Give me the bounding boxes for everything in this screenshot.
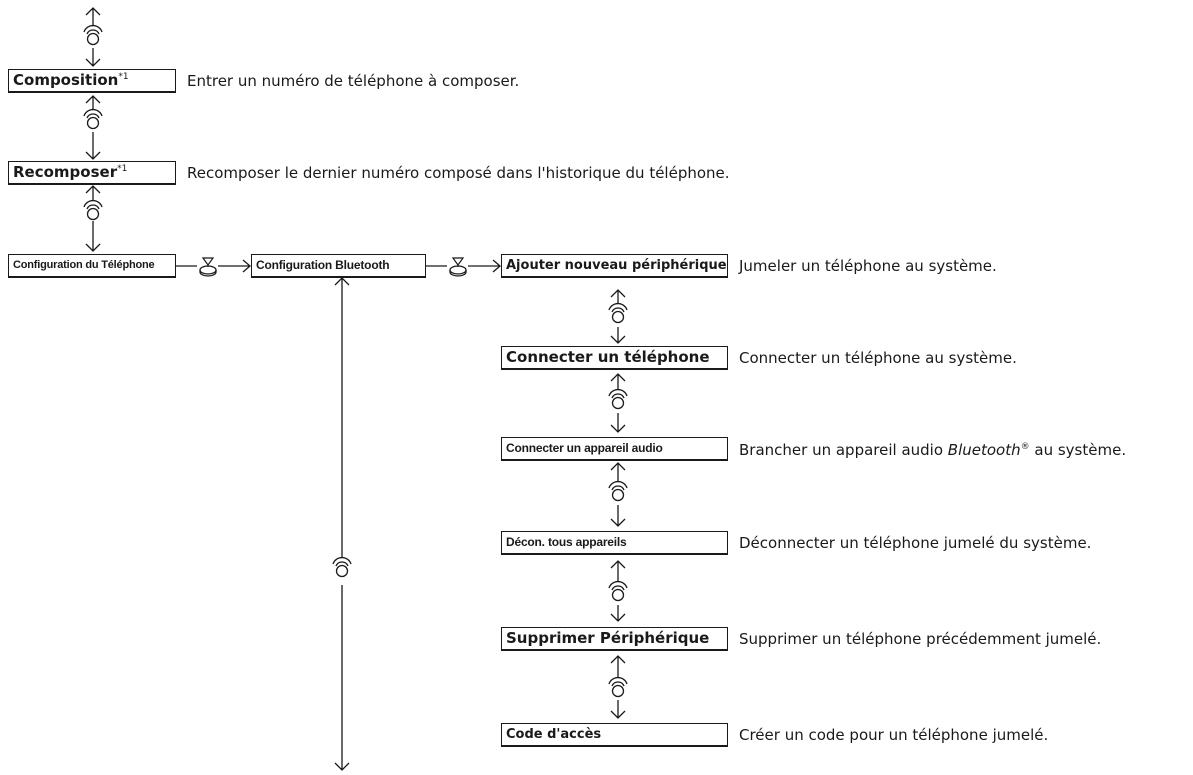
- menu-item-label: Configuration du Téléphone: [13, 259, 155, 271]
- decon-description: Déconnecter un téléphone jumelé du systè…: [739, 534, 1092, 552]
- menu-item-decon-appareils[interactable]: Décon. tous appareils: [501, 531, 728, 555]
- arrow-down: [85, 132, 101, 160]
- press-knob-icon: [449, 257, 467, 277]
- press-knob-icon: [199, 257, 217, 277]
- rotate-knob-icon: [608, 676, 628, 698]
- ajouter-description: Jumeler un téléphone au système.: [739, 257, 997, 275]
- connecter-telephone-description: Connecter un téléphone au système.: [739, 349, 1017, 367]
- footnote-marker: *1: [117, 164, 128, 174]
- arrow-down-long: [334, 585, 350, 771]
- menu-item-label: Supprimer Périphérique: [506, 629, 710, 647]
- rotate-knob-icon: [332, 556, 352, 578]
- footnote-marker: *1: [118, 72, 129, 82]
- arrow-up-long: [334, 277, 350, 557]
- rotate-knob-icon: [83, 108, 103, 130]
- menu-item-connecter-audio[interactable]: Connecter un appareil audio: [501, 437, 728, 461]
- bluetooth-brand: Bluetooth: [947, 441, 1021, 459]
- menu-item-label: Ajouter nouveau périphérique: [506, 258, 727, 273]
- rotate-knob-icon: [608, 302, 628, 324]
- menu-item-label: Code d'accès: [506, 727, 602, 742]
- arrow-up: [85, 185, 101, 201]
- arrow-right: [218, 259, 251, 273]
- menu-item-label: Composition: [13, 71, 119, 89]
- menu-item-composition[interactable]: Composition*1: [8, 69, 176, 93]
- arrow-down: [85, 221, 101, 252]
- menu-item-connecter-telephone[interactable]: Connecter un téléphone: [501, 346, 728, 370]
- rotate-knob-icon: [608, 480, 628, 502]
- menu-item-ajouter-peripherique[interactable]: Ajouter nouveau périphérique: [501, 254, 728, 278]
- rotate-knob-icon: [83, 199, 103, 221]
- menu-item-label: Connecter un appareil audio: [506, 441, 663, 455]
- menu-item-label: Connecter un téléphone: [506, 348, 710, 366]
- composition-description: Entrer un numéro de téléphone à composer…: [187, 72, 520, 90]
- menu-item-configuration-telephone[interactable]: Configuration du Téléphone: [8, 254, 176, 278]
- arrow-up: [85, 7, 101, 26]
- menu-item-label: Recomposer: [13, 163, 118, 181]
- code-acces-description: Créer un code pour un téléphone jumelé.: [739, 726, 1049, 744]
- connecter-audio-description: Brancher un appareil audio Bluetooth® au…: [739, 441, 1127, 459]
- rotate-knob-icon: [608, 388, 628, 410]
- rotate-knob-icon: [83, 24, 103, 46]
- menu-item-configuration-bluetooth[interactable]: Configuration Bluetooth: [251, 254, 426, 278]
- arrow-down: [85, 48, 101, 67]
- supprimer-description: Supprimer un téléphone précédemment jume…: [739, 630, 1102, 648]
- menu-item-supprimer-peripherique[interactable]: Supprimer Périphérique: [501, 627, 728, 651]
- arrow-up: [85, 95, 101, 110]
- menu-item-label: Décon. tous appareils: [506, 535, 627, 549]
- recomposer-description: Recomposer le dernier numéro composé dan…: [187, 164, 730, 182]
- arrow-right: [468, 259, 501, 273]
- menu-item-recomposer[interactable]: Recomposer*1: [8, 161, 176, 185]
- rotate-knob-icon: [608, 580, 628, 602]
- menu-item-label: Configuration Bluetooth: [256, 258, 390, 272]
- menu-item-code-acces[interactable]: Code d'accès: [501, 723, 728, 747]
